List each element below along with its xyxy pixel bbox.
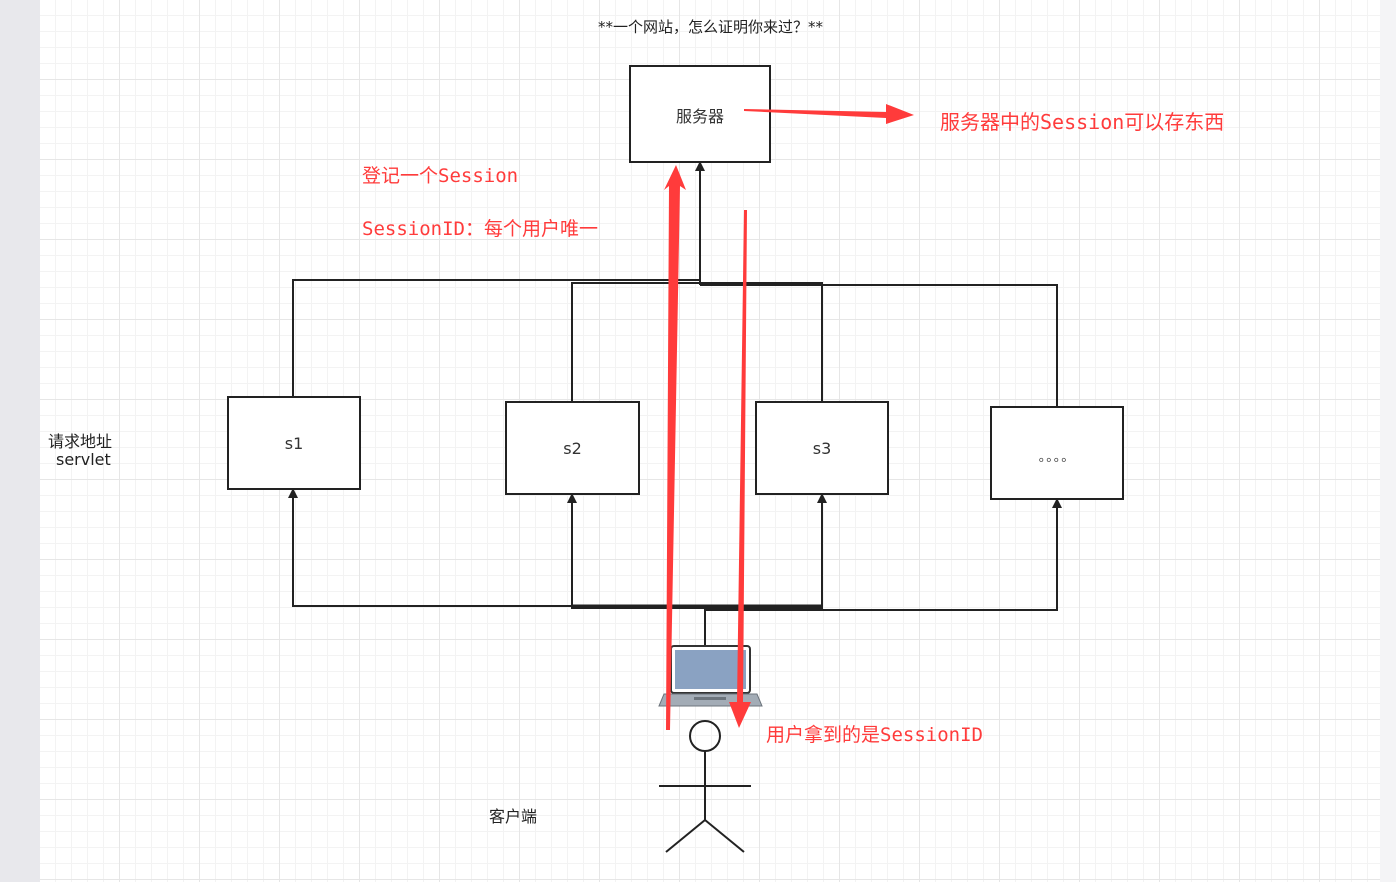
server-label: 服务器	[675, 107, 724, 126]
session-id-annotation: SessionID：每个用户唯一	[362, 218, 598, 240]
s2-label: s2	[563, 439, 582, 458]
red-annotation-arrows	[664, 104, 914, 730]
server-store-arrow	[744, 104, 914, 124]
side-label-line1: 请求地址	[48, 432, 113, 451]
server-store-annotation: 服务器中的Session可以存东西	[940, 110, 1225, 134]
s1-label: s1	[284, 434, 304, 453]
user-gets-annotation: 用户拿到的是SessionID	[766, 724, 983, 746]
side-label-line2: servlet	[56, 450, 111, 469]
servlet-to-server-connectors	[292, 161, 1058, 407]
register-arrow	[664, 165, 686, 730]
session-id-arrow	[729, 210, 751, 728]
s1-box[interactable]	[227, 396, 361, 490]
laptop-icon	[658, 645, 763, 707]
right-scroll-gutter[interactable]	[1380, 0, 1396, 882]
client-to-servlet-connectors	[288, 488, 1062, 645]
diagram-title: **一个网站，怎么证明你来过？**	[598, 18, 824, 36]
client-label: 客户端	[489, 807, 538, 826]
server-box[interactable]	[629, 65, 771, 163]
s3-label: s3	[812, 439, 832, 458]
register-annotation: 登记一个Session	[362, 165, 519, 187]
more-label: 。。。。	[1038, 450, 1076, 465]
stick-figure-icon	[659, 720, 751, 853]
